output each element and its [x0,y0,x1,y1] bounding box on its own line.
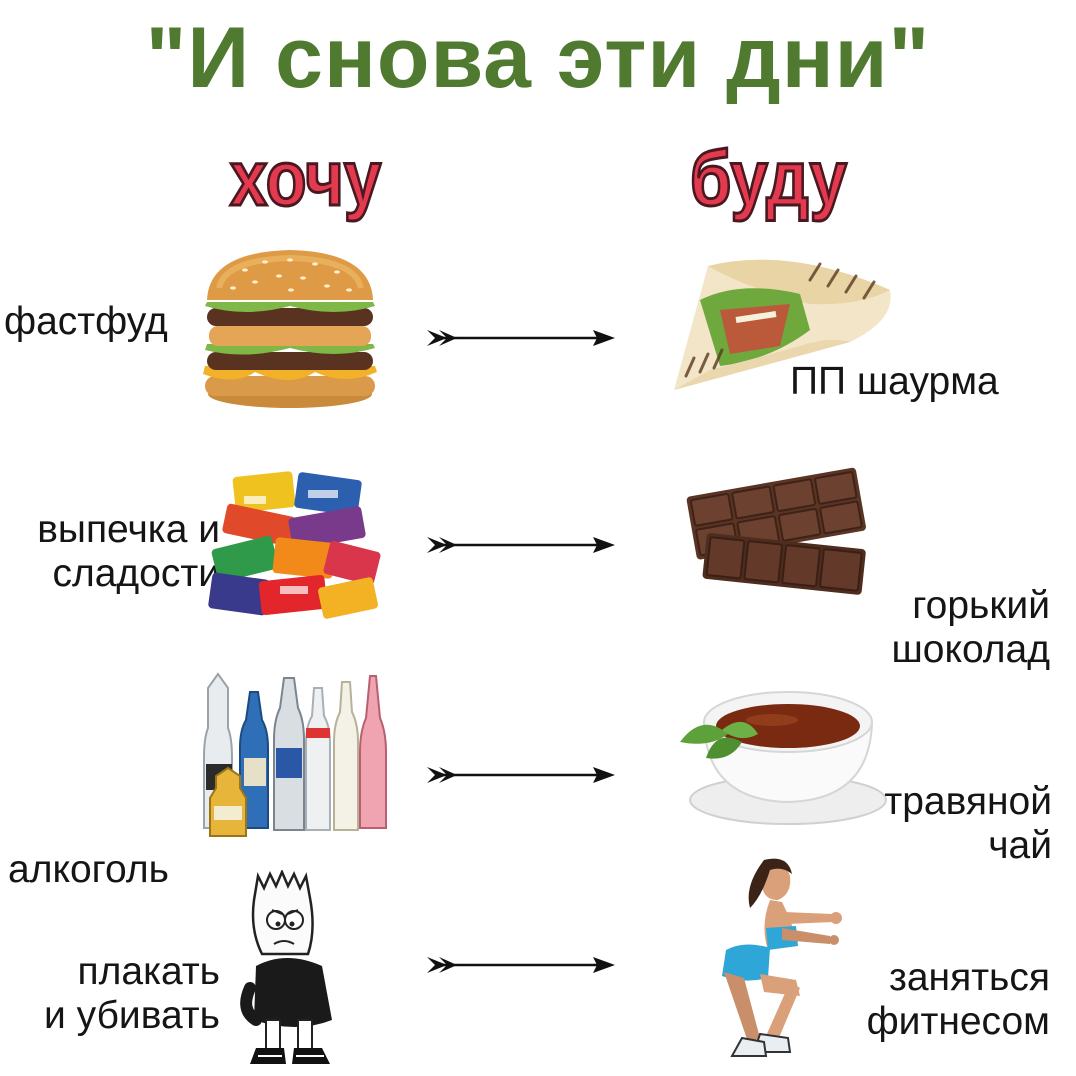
burger-icon [203,250,377,408]
chocolate-bar-icon [686,467,866,595]
fitness-woman-icon [722,858,842,1057]
row-3-want-label: алкоголь [8,848,169,891]
row-3-will-label: травяной чай [884,780,1052,867]
sweets-pile-icon [208,471,381,619]
sad-cartoon-character-icon [240,870,332,1064]
row-2-will-label: горький шоколад [891,584,1050,671]
row-4-want-label: плакать и убивать [44,950,220,1037]
row-1-will-label: ПП шаурма [790,360,999,403]
shawarma-icon [674,259,891,390]
column-heading-will: буду [689,133,848,224]
row-1-want-label: фастфуд [4,300,168,343]
row-2-want-label: выпечка и сладости [37,508,220,595]
arrow-icon [427,767,615,783]
row-4-will-label: заняться фитнесом [866,956,1050,1043]
tea-cup-icon [680,691,887,825]
page-title: "И снова эти дни" [145,10,931,106]
column-heading-want: хочу [229,133,383,224]
arrow-icon [427,537,615,553]
bottles-icon [203,672,387,837]
arrow-icon [427,330,615,346]
arrow-icon [427,957,615,973]
